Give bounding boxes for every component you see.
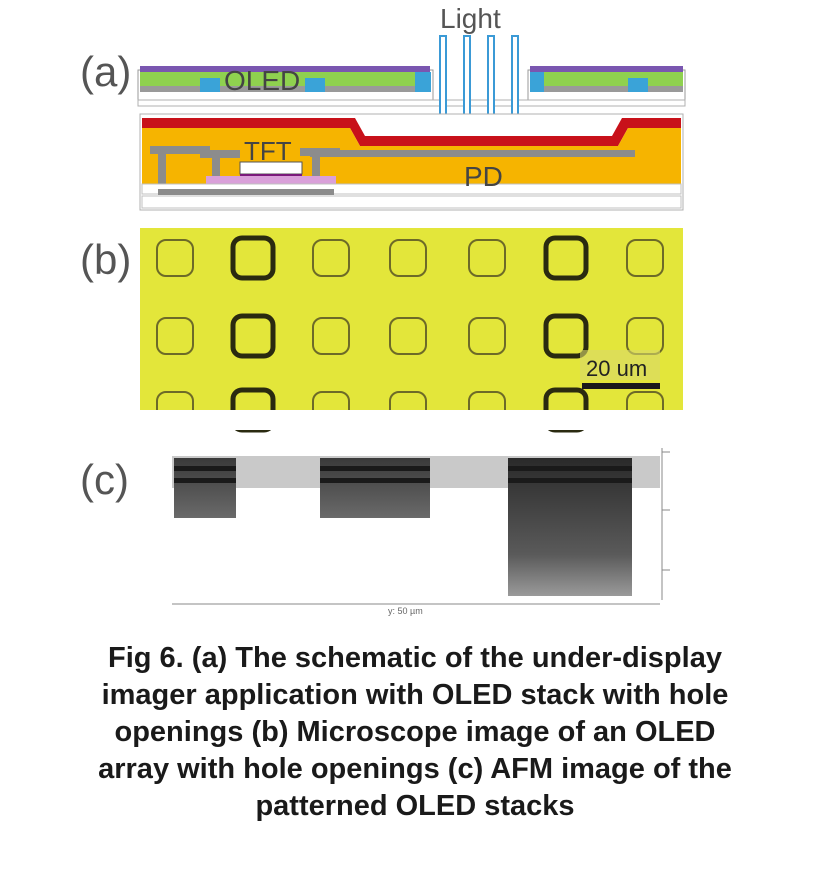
oled-blue-contact-5 bbox=[628, 78, 648, 92]
microscope-edge-mask bbox=[140, 410, 683, 430]
oled-purple-layer-left bbox=[140, 66, 430, 72]
oled-metal-right bbox=[530, 86, 683, 92]
pd-metal-line bbox=[310, 150, 635, 157]
tft-via-1 bbox=[158, 154, 166, 188]
afm-stripe-6 bbox=[508, 478, 632, 483]
oled-blue-contact-3 bbox=[415, 72, 431, 92]
afm-axis-label: y: 50 µm bbox=[388, 606, 423, 616]
panel-b-microscope bbox=[140, 228, 683, 433]
oled-pixel-grid bbox=[140, 235, 683, 433]
tft-via-3 bbox=[312, 156, 320, 180]
scale-bar-backdrop bbox=[580, 350, 660, 380]
tft-pink-layer bbox=[206, 176, 336, 184]
caption-line-1: Fig 6. (a) The schematic of the under-di… bbox=[108, 642, 722, 674]
tft-label: TFT bbox=[244, 136, 292, 166]
oled-pixel-opening bbox=[156, 239, 194, 277]
tft-via-2 bbox=[212, 158, 220, 182]
oled-blue-contact-1 bbox=[200, 78, 220, 92]
caption-line-2: imager application with OLED stack with … bbox=[101, 679, 729, 711]
panel-b-label: (b) bbox=[80, 236, 131, 283]
caption-line-5: patterned OLED stacks bbox=[255, 790, 575, 822]
oled-pixel-opening bbox=[389, 239, 427, 277]
red-layer bbox=[142, 118, 681, 146]
oled-pixel-opening bbox=[312, 317, 350, 355]
oled-metal-left bbox=[140, 86, 430, 92]
oled-green-layer-right bbox=[530, 72, 683, 86]
tft-drain-metal bbox=[300, 148, 340, 156]
afm-stripe-2 bbox=[174, 478, 236, 483]
oled-blue-contact-2 bbox=[305, 78, 325, 92]
panel-c-afm bbox=[172, 448, 670, 605]
afm-stripe-4 bbox=[320, 478, 430, 483]
caption-line-4: array with hole openings (c) AFM image o… bbox=[98, 753, 732, 785]
tft-base-metal bbox=[158, 189, 334, 195]
figure-caption: Fig 6. (a) The schematic of the under-di… bbox=[20, 640, 810, 825]
panel-c-label: (c) bbox=[80, 456, 129, 503]
panel-a-schematic bbox=[137, 35, 686, 211]
oled-pixel-opening bbox=[312, 239, 350, 277]
oled-pixel-opening bbox=[389, 317, 427, 355]
tft-gate-metal bbox=[150, 146, 210, 154]
substrate-bottom bbox=[141, 195, 682, 209]
tft-source-metal bbox=[200, 150, 240, 158]
oled-pixel-opening bbox=[468, 239, 506, 277]
oled-pixel-opening bbox=[156, 317, 194, 355]
oled-bottom-line bbox=[137, 99, 686, 107]
scale-bar-label: 20 um bbox=[586, 356, 647, 381]
oled-pixel-opening bbox=[468, 317, 506, 355]
oled-pixel-opening bbox=[230, 313, 276, 359]
caption-line-3: openings (b) Microscope image of an OLED bbox=[114, 716, 716, 748]
oled-pixel-opening bbox=[543, 235, 589, 281]
scale-bar bbox=[582, 383, 660, 389]
pd-label: PD bbox=[464, 161, 503, 192]
oled-purple-layer-right bbox=[530, 66, 683, 72]
panel-a-label: (a) bbox=[80, 48, 131, 95]
oled-pixel-opening bbox=[543, 313, 589, 359]
light-label: Light bbox=[440, 3, 501, 34]
afm-stripe-1 bbox=[174, 466, 236, 471]
oled-label: OLED bbox=[224, 65, 300, 96]
afm-stripe-5 bbox=[508, 466, 632, 471]
tft-bottom-layer bbox=[141, 183, 682, 195]
oled-blue-contact-4 bbox=[530, 72, 544, 92]
oled-pixel-opening bbox=[230, 235, 276, 281]
oled-pixel-opening bbox=[626, 239, 664, 277]
afm-stripe-3 bbox=[320, 466, 430, 471]
